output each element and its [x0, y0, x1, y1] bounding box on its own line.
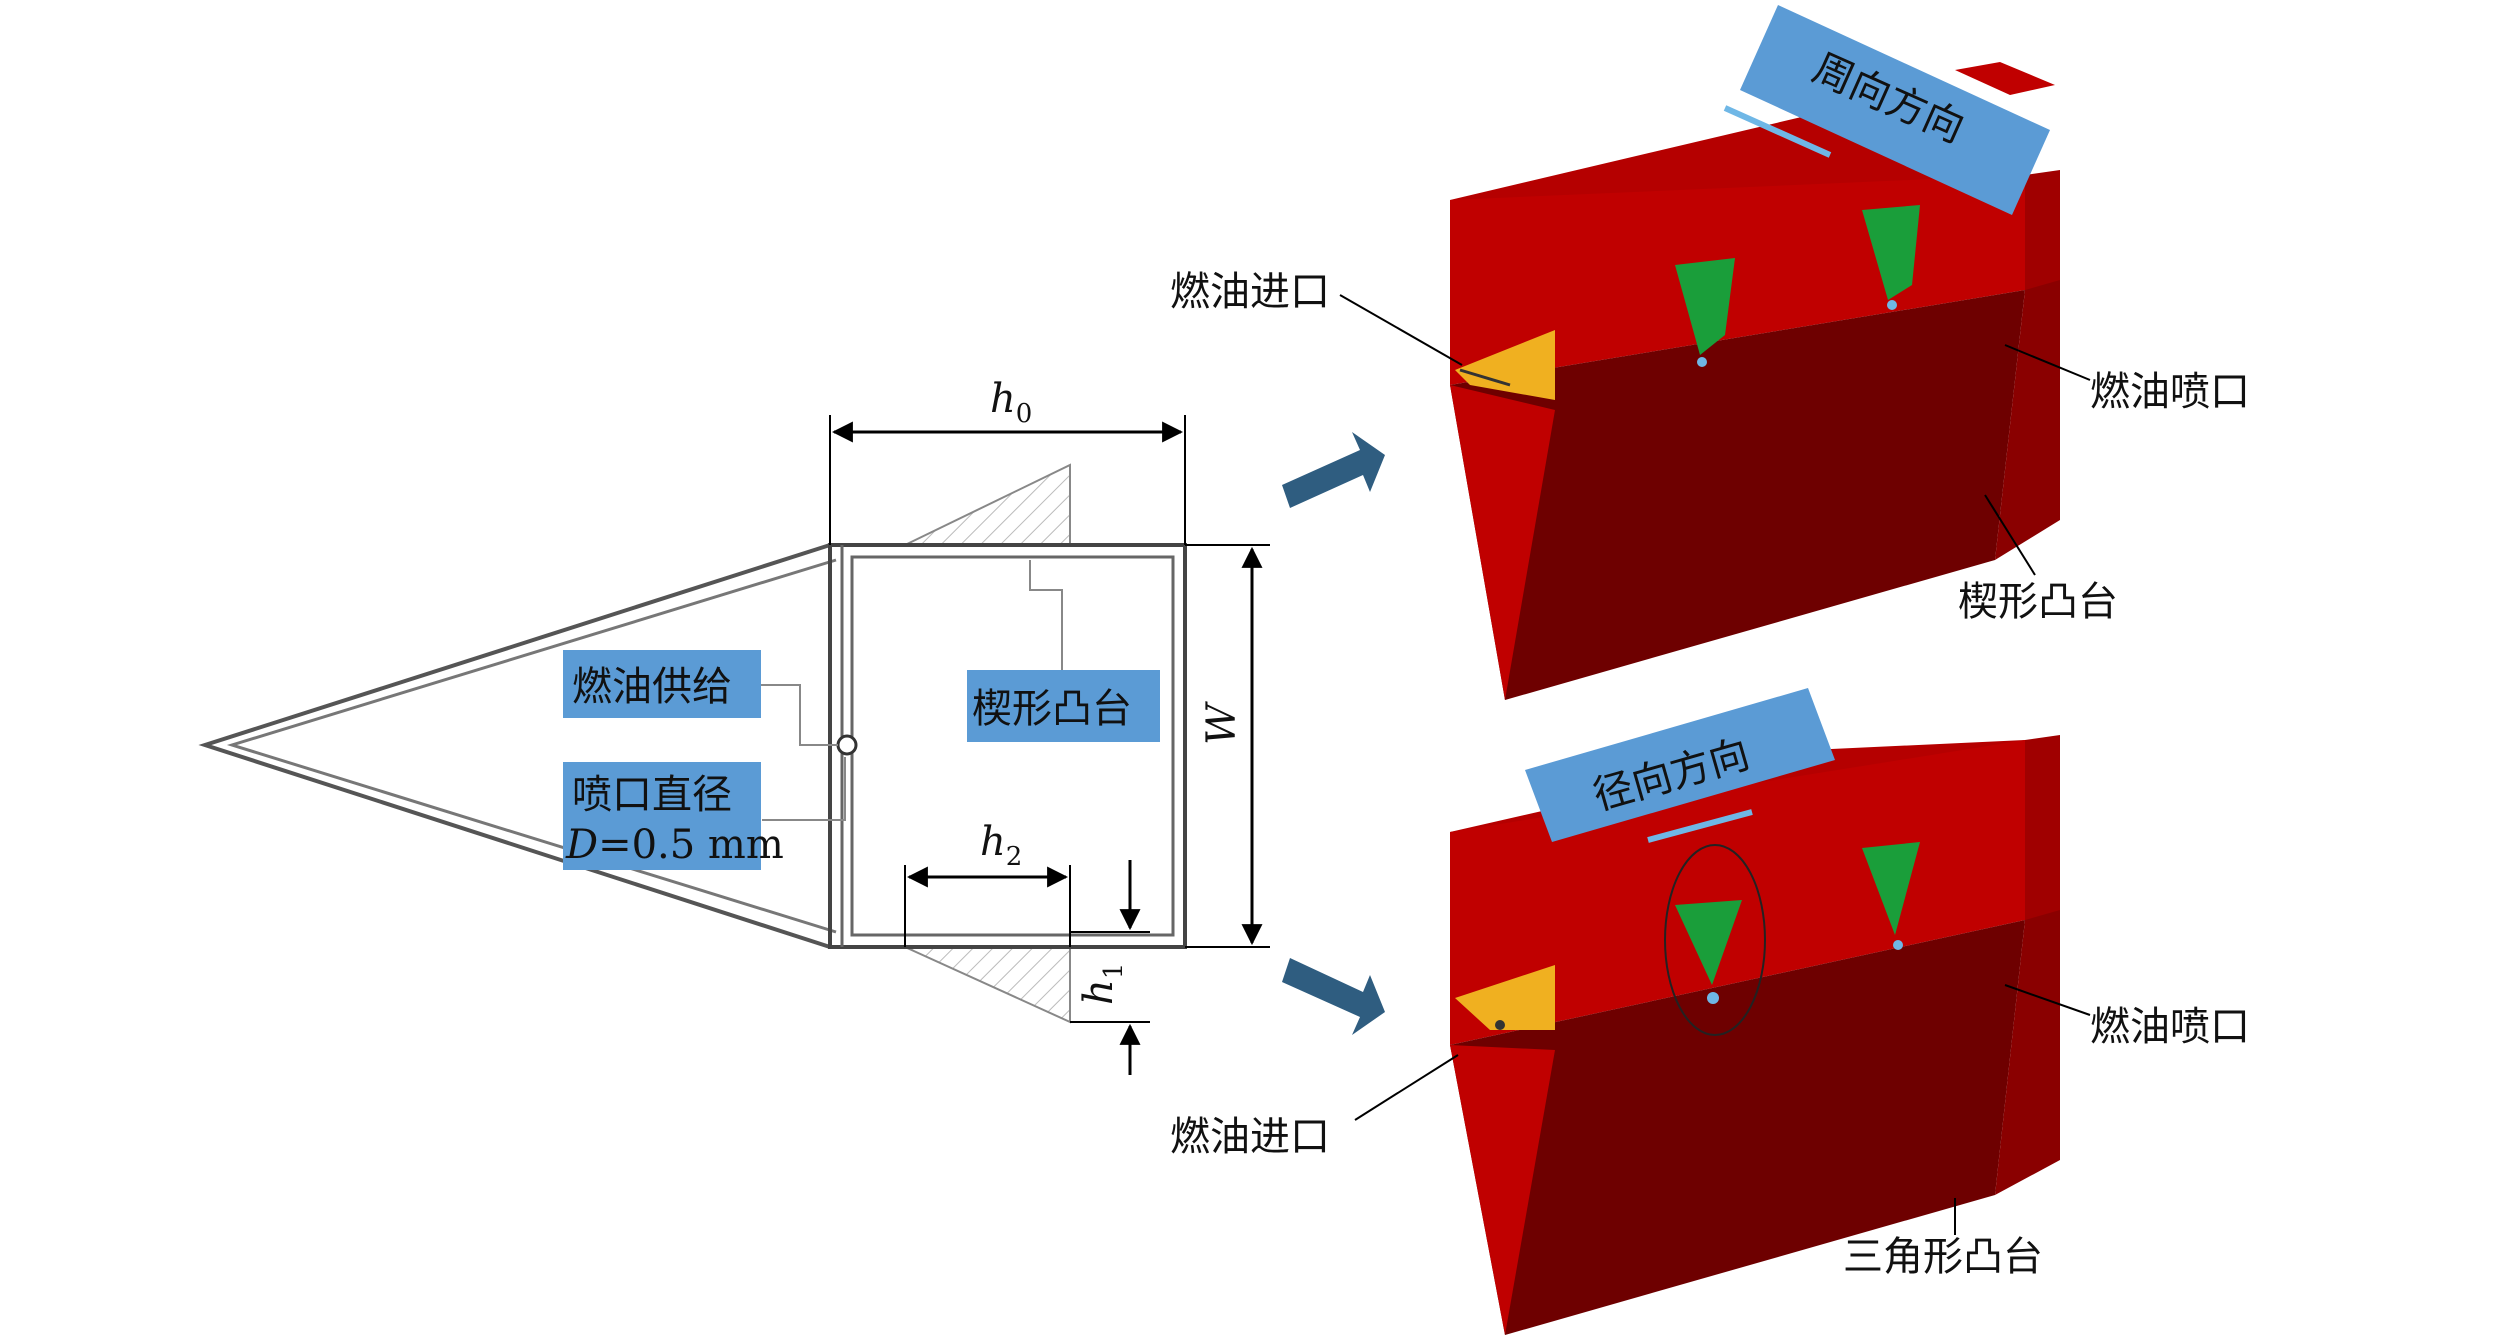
top-model-tab: [1955, 62, 2055, 95]
bottom-model-inlet-port: [1495, 1020, 1505, 1030]
bottom-model-lower-front: [1450, 920, 2025, 1335]
wedge-boss-box: [967, 670, 1160, 742]
bottom-model-nozzle-1: [1707, 992, 1719, 1004]
top-model-lower-front: [1450, 290, 2025, 700]
top-boss-leader: [1984, 494, 2036, 576]
bottom-inlet-leader: [1354, 1054, 1459, 1121]
top-model-left-wedge: [1450, 385, 1555, 700]
top-fuel-inlet-label: 燃油进口: [1170, 269, 1330, 315]
h1-label: h1: [1076, 963, 1129, 1005]
bottom-model-right-face: [2025, 735, 2060, 925]
bottom-model-nozzle-2: [1893, 940, 1903, 950]
fuel-supply-hole: [836, 734, 858, 756]
nozzle-diameter-box-1: [563, 762, 761, 824]
top-model-fuel-inlet: [1455, 330, 1555, 400]
top-model-direction-arrow: [1723, 105, 1832, 158]
bottom-model-direction-arrow: [1647, 809, 1753, 843]
bottom-fuel-inlet-label: 燃油进口: [1170, 1114, 1330, 1160]
top-model-inlet-pipe: [1459, 368, 1511, 387]
top-model-nozzle-1: [1697, 357, 1707, 367]
top-fuel-nozzle-label: 燃油喷口: [2090, 369, 2250, 415]
h0-label: h0: [990, 376, 1032, 429]
top-model-wedge-1: [1675, 258, 1735, 355]
h2-label: h2: [980, 819, 1022, 872]
top-model-direction-box: [1740, 5, 2050, 215]
nozzle-diameter-value: D=0.5 mm: [565, 822, 784, 868]
top-model: 周向方向: [1450, 5, 2060, 700]
bottom-model-triangle-2: [1862, 842, 1920, 935]
bottom-nozzle-leader: [2004, 984, 2091, 1016]
top-model-wedge-2: [1862, 205, 1920, 300]
fuel-supply-label: 燃油供给: [572, 664, 732, 710]
bottom-model-fuel-inlet: [1455, 965, 1555, 1030]
bottom-model-left-wedge: [1450, 1045, 1555, 1335]
nozzle-diameter-leader: [762, 757, 846, 821]
bottom-boss-label: 三角形凸台: [1843, 1234, 2043, 1280]
wedge-boss-label: 楔形凸台: [972, 686, 1132, 732]
top-model-lower-right: [1995, 280, 2060, 560]
cone-outline: [198, 543, 831, 949]
top-inlet-leader: [1339, 294, 1463, 366]
bottom-model-highlight-outline: [1664, 844, 1766, 1036]
fuel-supply-box: [563, 650, 761, 718]
bottom-model: 径向方向: [1450, 688, 2060, 1335]
bottom-fuel-nozzle-label: 燃油喷口: [2090, 1004, 2250, 1050]
wedge-boss-top: [904, 463, 1071, 546]
bottom-model-lower-right: [1995, 910, 2060, 1195]
top-model-nozzle-2: [1887, 300, 1897, 310]
bottom-model-direction-box: [1525, 688, 1835, 842]
arrow-to-top-model-icon: [1282, 432, 1385, 508]
wedge-boss-leader: [1029, 560, 1063, 672]
wedge-boss-bottom: [904, 946, 1071, 1024]
arrow-to-bottom-model-icon: [1282, 958, 1385, 1035]
top-model-right-face: [2025, 170, 2060, 300]
nozzle-diameter-label: 喷口直径: [572, 772, 732, 818]
fuel-supply-leader: [760, 684, 838, 746]
nozzle-diameter-box-2: [563, 822, 761, 870]
top-nozzle-leader: [2004, 344, 2091, 381]
top-boss-label: 楔形凸台: [1958, 579, 2118, 625]
w-label: W: [1199, 701, 1245, 745]
bottom-model-triangle-1: [1675, 900, 1742, 985]
schematic: h0 W h2 h1 燃油供给 喷口直径 D=0.5 mm 楔形凸台: [198, 376, 1270, 1075]
cone-inner-outline: [226, 558, 837, 934]
